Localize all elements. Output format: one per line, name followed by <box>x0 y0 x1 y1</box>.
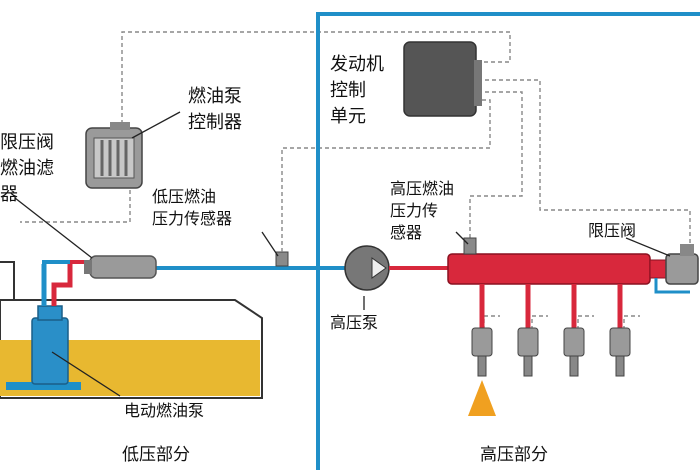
label-ecu: 发动机 控制 单元 <box>330 54 384 127</box>
fuel-rail <box>447 253 667 285</box>
section-low-pressure: 低压部分 <box>122 445 190 465</box>
high-pressure-sensor <box>463 237 477 255</box>
label-electric-fuel-pump: 电动燃油泵 <box>124 401 205 420</box>
injector <box>609 284 631 377</box>
label-limit-valve-right: 限压阀 <box>588 221 637 240</box>
label-high-pressure-pump: 高压泵 <box>330 313 379 332</box>
electric-fuel-pump <box>31 264 73 385</box>
fuel-spray <box>468 380 496 416</box>
section-divider <box>316 12 700 470</box>
signal-wires <box>20 31 691 330</box>
fuel-filter <box>84 255 157 279</box>
leader-lines <box>14 111 671 397</box>
engine-control-unit <box>403 41 482 117</box>
injectors <box>468 284 631 416</box>
section-high-pressure: 高压部分 <box>480 445 548 465</box>
fuel-pump-controller <box>85 122 143 189</box>
label-high-pressure-sensor: 高压燃油 压力传 感器 <box>390 179 455 242</box>
label-low-pressure-sensor: 低压燃油 压力传感器 <box>152 187 233 228</box>
high-pressure-pump <box>344 245 390 291</box>
limit-valve-right <box>654 244 699 294</box>
injector <box>471 284 493 377</box>
low-pressure-sensor <box>275 251 289 267</box>
injector <box>517 284 539 377</box>
label-fuel-filter: 燃油滤 器 <box>0 158 54 205</box>
label-limit-valve-left: 限压阀 <box>0 132 54 153</box>
label-fuel-pump-controller: 燃油泵 控制器 <box>188 86 242 133</box>
injector <box>563 284 585 377</box>
